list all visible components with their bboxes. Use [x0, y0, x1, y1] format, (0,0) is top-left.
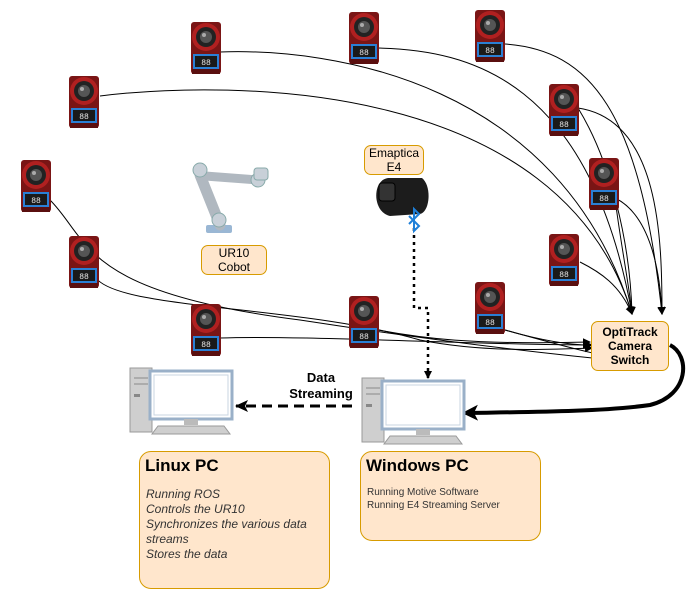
linux-pc-line: streams [146, 532, 189, 546]
bluetooth-icon [408, 206, 421, 234]
optitrack-camera-icon [474, 281, 506, 335]
desktop-computer-icon [360, 376, 466, 446]
optitrack-camera-icon [348, 11, 380, 65]
ur10-cobot-label: UR10 Cobot [201, 245, 267, 275]
optitrack-camera-icon [588, 157, 620, 211]
optitrack-camera-icon [474, 9, 506, 63]
windows-pc-line: Running E4 Streaming Server [367, 500, 500, 511]
linux-pc-line: Synchronizes the various data [146, 517, 307, 531]
optitrack-camera-icon [20, 159, 52, 213]
optitrack-camera-icon [190, 303, 222, 357]
robot-arm-icon [192, 162, 269, 233]
windows-pc-description: Running Motive Software Running E4 Strea… [367, 486, 539, 512]
data-streaming-label: Data Streaming [289, 370, 353, 401]
optitrack-camera-icon [548, 83, 580, 137]
linux-pc-description: Running ROS Controls the UR10 Synchroniz… [146, 487, 328, 562]
optitrack-camera-icon [68, 75, 100, 129]
optitrack-camera-icon [190, 21, 222, 75]
linux-pc-line: Stores the data [146, 547, 228, 561]
switch-to-windows-link [462, 343, 685, 421]
linux-pc-title: Linux PC [145, 456, 219, 475]
optitrack-switch-box: OptiTrack Camera Switch [591, 321, 669, 371]
desktop-computer-icon [128, 366, 234, 436]
optitrack-camera-icon [548, 233, 580, 287]
optitrack-camera-icon [348, 295, 380, 349]
camera-cables [49, 43, 667, 369]
linux-pc-line: Running ROS [146, 487, 221, 501]
emaptica-e4-label: Emaptica E4 [364, 145, 424, 175]
bluetooth-link [412, 228, 432, 379]
linux-pc-line: Controls the UR10 [146, 502, 245, 516]
wristband-icon [376, 178, 429, 216]
windows-pc-line: Running Motive Software [367, 487, 479, 498]
optitrack-camera-icon [68, 235, 100, 289]
windows-pc-title: Windows PC [366, 456, 469, 475]
windows-pc-box: Windows PC Running Motive Software Runni… [360, 451, 541, 541]
linux-pc-box: Linux PC Running ROS Controls the UR10 S… [139, 451, 330, 589]
